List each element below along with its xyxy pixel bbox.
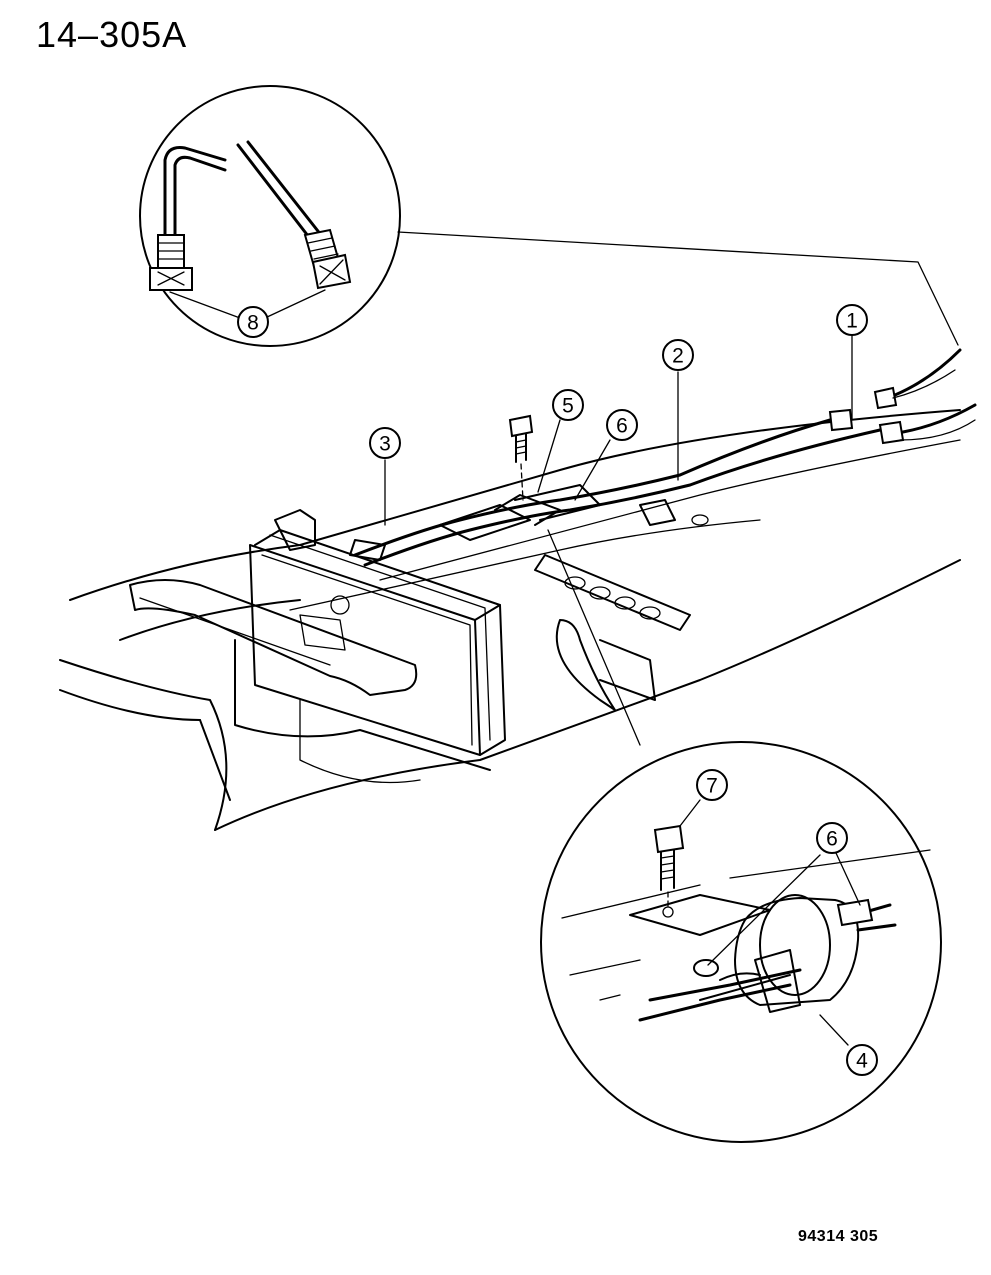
- fuel-lines: [353, 348, 977, 567]
- chassis-frame: [59, 409, 961, 831]
- callout-7-label: 7: [706, 775, 718, 798]
- callout-2: 2: [662, 339, 694, 371]
- callout-8: 8: [237, 306, 269, 338]
- callout-1: 1: [836, 304, 868, 336]
- fuel-filter: [699, 894, 860, 1006]
- page-title: 14–305A: [36, 14, 188, 55]
- callout-1-label: 1: [846, 310, 858, 333]
- callout-8-label: 8: [247, 312, 259, 335]
- callout-6-detail-label: 6: [826, 828, 838, 851]
- callout-6-detail: 6: [816, 822, 848, 854]
- callout-7: 7: [696, 769, 728, 801]
- callout-4-label: 4: [856, 1050, 868, 1073]
- bolt-icon: [508, 414, 534, 501]
- callout-5: 5: [552, 389, 584, 421]
- quick-connect-right: [303, 228, 352, 290]
- crossmember-holes: [564, 576, 661, 620]
- bolt-icon: [653, 824, 685, 909]
- detail-circle-filter-mount: [540, 529, 942, 1143]
- callout-3: 3: [369, 427, 401, 459]
- callout-5-label: 5: [562, 395, 574, 418]
- callout-4: 4: [846, 1044, 878, 1076]
- callout-3-label: 3: [379, 433, 391, 456]
- figure-code: 94314 305: [798, 1228, 879, 1245]
- leader-lines: [384, 334, 853, 526]
- detail-circle-quick-connect: [139, 85, 401, 347]
- callout-2-label: 2: [672, 345, 684, 368]
- quick-connect-left: [149, 234, 193, 291]
- callout-6-main-label: 6: [616, 415, 628, 438]
- detail-leader-top: [397, 231, 959, 346]
- callout-6-main: 6: [606, 409, 638, 441]
